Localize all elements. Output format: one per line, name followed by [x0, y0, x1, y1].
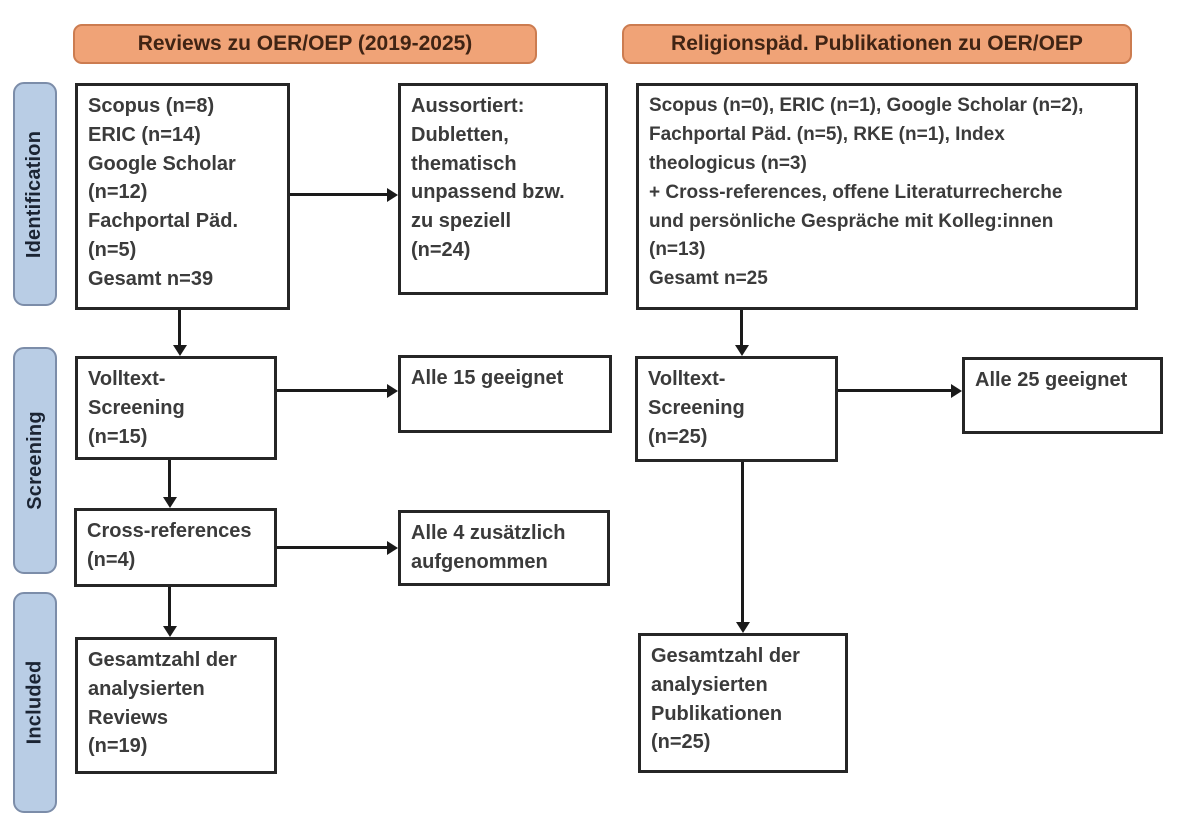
arrow-left-screening-to-crossref — [162, 460, 177, 508]
stage-label-screening: Screening — [13, 347, 57, 574]
box-left-screening-result: Alle 15 geeignet — [398, 355, 612, 433]
arrow-left-screening-to-result — [277, 383, 398, 398]
arrow-right-screening-to-result — [838, 383, 962, 398]
column-header-religionspaed: Religionspäd. Publikationen zu OER/OEP — [622, 24, 1132, 64]
stage-label-screening-text: Screening — [23, 411, 46, 510]
arrow-left-id-to-excluded — [290, 187, 398, 202]
box-left-crossref-result: Alle 4 zusätzlich aufgenommen — [398, 510, 610, 586]
arrow-right-id-to-screening — [734, 310, 749, 356]
stage-label-identification: Identification — [13, 82, 57, 306]
stage-label-included: Included — [13, 592, 57, 813]
box-right-fulltext-screening: Volltext- Screening (n=25) — [635, 356, 838, 462]
arrow-right-screening-to-included — [735, 462, 750, 633]
box-left-crossreferences: Cross-references (n=4) — [74, 508, 277, 587]
box-left-fulltext-screening: Volltext- Screening (n=15) — [75, 356, 277, 460]
stage-label-included-text: Included — [23, 660, 46, 745]
box-right-screening-result: Alle 25 geeignet — [962, 357, 1163, 434]
box-left-included-total: Gesamtzahl der analysierten Reviews (n=1… — [75, 637, 277, 774]
arrow-left-crossref-to-included — [162, 587, 177, 637]
box-right-included-total: Gesamtzahl der analysierten Publikatione… — [638, 633, 848, 773]
column-header-reviews: Reviews zu OER/OEP (2019-2025) — [73, 24, 537, 64]
stage-label-identification-text: Identification — [23, 130, 46, 258]
arrow-left-crossref-to-result — [277, 540, 398, 555]
box-left-identification: Scopus (n=8) ERIC (n=14) Google Scholar … — [75, 83, 290, 310]
arrow-left-id-to-screening — [172, 310, 187, 356]
box-left-excluded: Aussortiert: Dubletten, thematisch unpas… — [398, 83, 608, 295]
box-right-identification: Scopus (n=0), ERIC (n=1), Google Scholar… — [636, 83, 1138, 310]
